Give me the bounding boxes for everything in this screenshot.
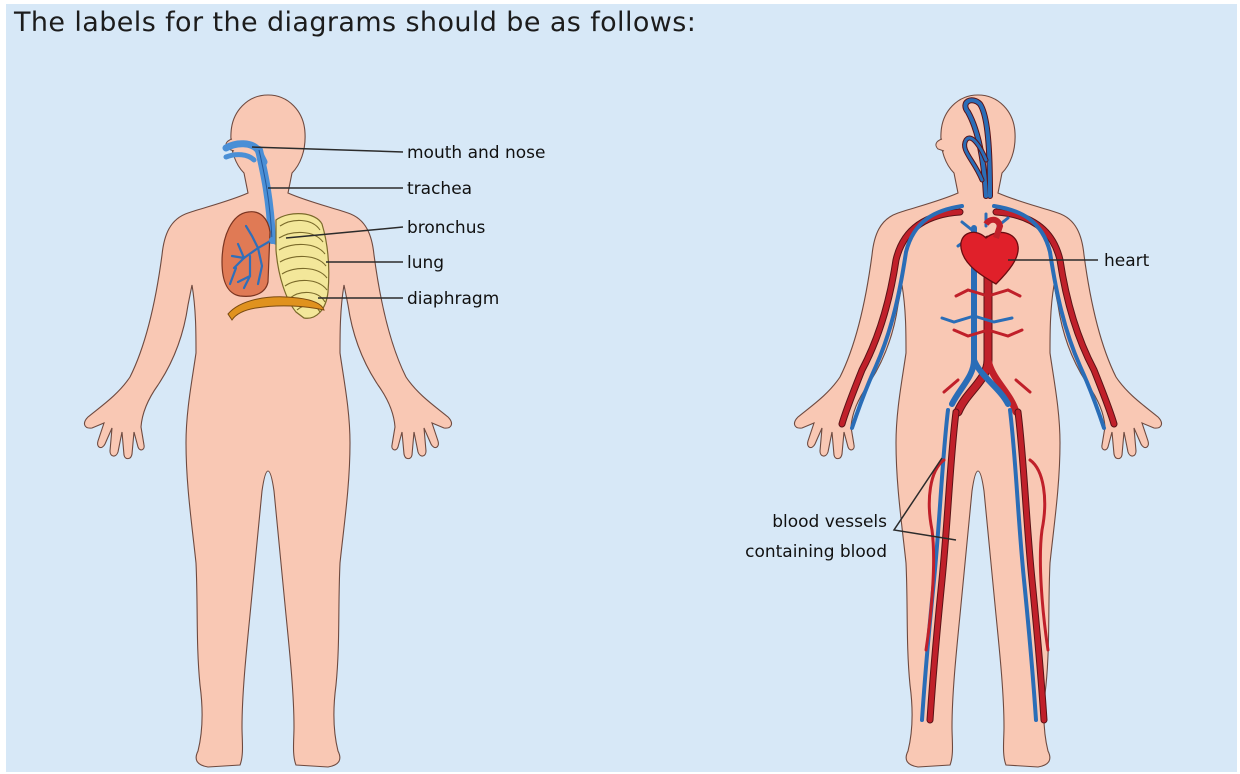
label-mouth-and-nose: mouth and nose: [407, 143, 545, 163]
label-blood-vessels-line1: blood vessels: [772, 512, 887, 532]
label-blood-vessels-line2: containing blood: [745, 542, 887, 562]
label-trachea: trachea: [407, 179, 472, 199]
page-heading: The labels for the diagrams should be as…: [13, 7, 696, 38]
label-diaphragm: diaphragm: [407, 289, 499, 309]
label-heart: heart: [1104, 251, 1150, 271]
label-bronchus: bronchus: [407, 218, 485, 238]
label-lung: lung: [407, 253, 444, 273]
